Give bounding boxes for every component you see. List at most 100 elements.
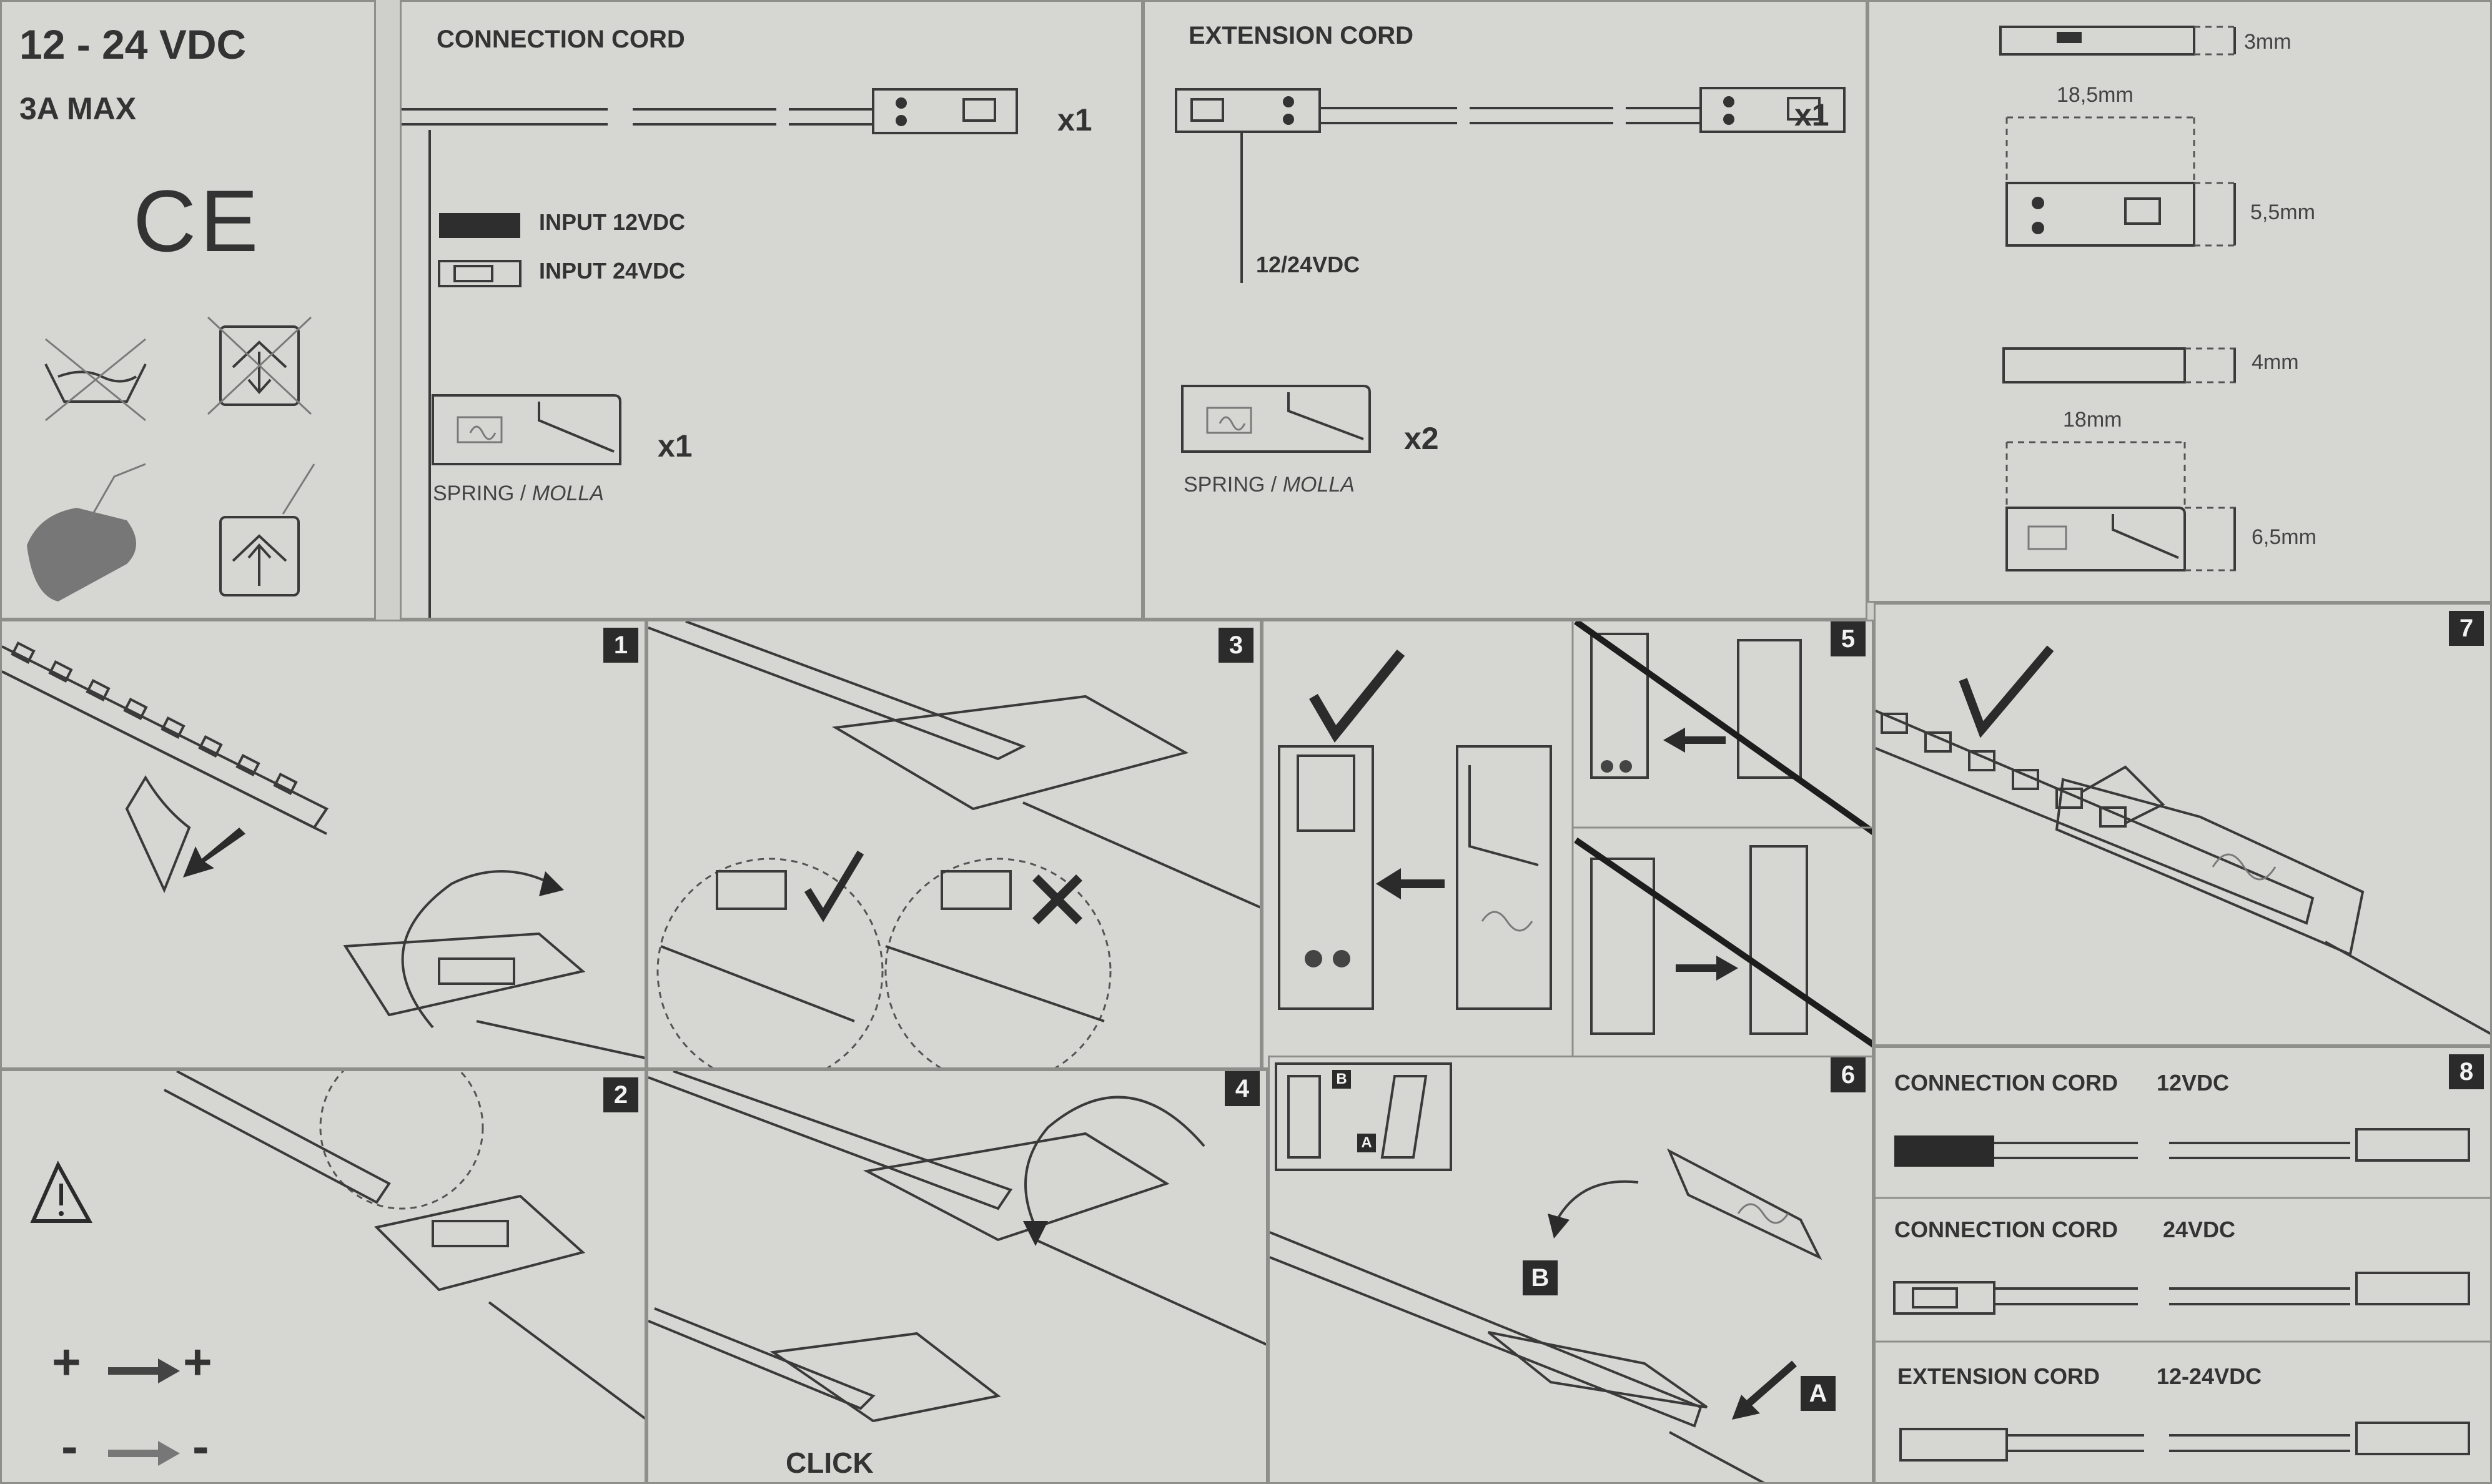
no-store-icon bbox=[207, 316, 312, 415]
spring-top-view bbox=[2005, 441, 2238, 571]
hand-icon bbox=[27, 463, 146, 601]
assembled-connector-drawing bbox=[2055, 765, 2490, 1035]
spring-drawing bbox=[432, 394, 621, 465]
wrong-orientation-drawing-2 bbox=[1574, 837, 1872, 1047]
spring-drawing bbox=[1666, 1148, 1822, 1260]
voltage-rating: 12 - 24 VDC bbox=[19, 21, 247, 67]
step-5-badge: 5 bbox=[1831, 621, 1866, 656]
connector-side-view bbox=[1999, 26, 2238, 56]
tag-b: B bbox=[1523, 1260, 1558, 1295]
tag-a-small: A bbox=[1357, 1134, 1376, 1152]
step-5-panel: 5 bbox=[1262, 620, 1874, 1069]
rotate-back-arrow-icon bbox=[1548, 1180, 1639, 1239]
connection-cord-title: CONNECTION CORD bbox=[437, 26, 685, 53]
check-icon bbox=[1309, 649, 1405, 743]
connection-cord-panel: CONNECTION CORD x1 INPUT 12VDC INPUT 24V… bbox=[400, 0, 1143, 620]
right-arrow-icon bbox=[1676, 956, 1738, 981]
cross-icon bbox=[1032, 874, 1082, 924]
tag-a: A bbox=[1801, 1376, 1836, 1411]
step-3-panel: 3 bbox=[646, 620, 1262, 1069]
click-label: CLICK bbox=[786, 1447, 874, 1479]
step-7-panel: 7 bbox=[1874, 603, 2492, 1046]
peel-backing-drawing bbox=[125, 775, 191, 894]
row1-cord-drawing bbox=[1894, 1128, 2470, 1167]
connector-top-view bbox=[2005, 116, 2238, 247]
step-1-panel: 1 bbox=[0, 620, 646, 1069]
row3-title: EXTENSION CORD bbox=[1897, 1363, 2100, 1389]
left-arrow-icon bbox=[1376, 868, 1445, 899]
dim-18mm: 18mm bbox=[2063, 408, 2122, 432]
down-arrow-icon bbox=[183, 828, 245, 878]
step-2-badge: 2 bbox=[603, 1077, 638, 1112]
input-24-plug-icon bbox=[438, 260, 522, 287]
input-24-label: INPUT 24VDC bbox=[539, 258, 686, 284]
dimensions-panel: 3mm 18,5mm 5,5mm 4mm 18mm 6,5mm bbox=[1867, 0, 2492, 603]
extension-spring-label: SPRING / MOLLA bbox=[1184, 473, 1355, 497]
spring-side-view bbox=[2002, 347, 2238, 383]
spring-label: SPRING / MOLLA bbox=[433, 482, 604, 505]
polarity-pos-right: + bbox=[183, 1334, 212, 1390]
step-7-badge: 7 bbox=[2449, 611, 2484, 646]
extension-cord-qty: x1 bbox=[1794, 97, 1829, 132]
dim-5-5mm: 5,5mm bbox=[2250, 200, 2315, 224]
ce-mark: CE bbox=[133, 172, 262, 270]
wrong-orientation-drawing bbox=[1574, 621, 1872, 835]
row1-title: CONNECTION CORD bbox=[1894, 1070, 2118, 1096]
step-4-badge: 4 bbox=[1225, 1071, 1260, 1106]
current-rating: 3A MAX bbox=[19, 91, 137, 126]
check-icon bbox=[1959, 645, 2054, 738]
dim-4mm: 4mm bbox=[2252, 350, 2299, 374]
step-8-panel: 8 CONNECTION CORD 12VDC CONNECTION CORD … bbox=[1874, 1046, 2492, 1484]
connection-cord-drawing bbox=[402, 88, 1018, 618]
connector-board-drawing bbox=[343, 932, 645, 1059]
extension-spring-qty: x2 bbox=[1404, 421, 1439, 456]
extension-cord-title: EXTENSION CORD bbox=[1189, 22, 1414, 49]
connector-open-drawing bbox=[1278, 745, 1374, 1010]
step-8-badge: 8 bbox=[2449, 1054, 2484, 1089]
incorrect-detail-circle bbox=[884, 858, 1112, 1067]
store-upright-icon bbox=[219, 463, 315, 596]
dim-3mm: 3mm bbox=[2244, 30, 2292, 54]
extension-spring-drawing bbox=[1181, 385, 1371, 453]
tag-b-small: B bbox=[1332, 1070, 1351, 1089]
specs-panel: 12 - 24 VDC 3A MAX CE bbox=[0, 0, 376, 620]
row2-cord-drawing bbox=[1893, 1272, 2470, 1315]
dim-6-5mm: 6,5mm bbox=[2252, 525, 2316, 549]
row1-volt: 12VDC bbox=[2157, 1070, 2230, 1096]
row2-title: CONNECTION CORD bbox=[1894, 1217, 2118, 1242]
row2-volt: 24VDC bbox=[2163, 1217, 2236, 1242]
input-12-label: INPUT 12VDC bbox=[539, 209, 686, 235]
connection-cord-qty: x1 bbox=[1057, 102, 1092, 137]
warning-icon bbox=[30, 1160, 93, 1223]
strip-connector-drawing bbox=[648, 621, 1260, 909]
rotate-arrow-icon bbox=[1023, 1096, 1205, 1246]
row3-cord-drawing bbox=[1899, 1422, 2470, 1462]
polarity-pos-left: + bbox=[52, 1334, 81, 1390]
polarity-neg-right: - bbox=[192, 1418, 209, 1474]
dim-18-5mm: 18,5mm bbox=[2057, 83, 2134, 107]
down-left-arrow-icon bbox=[1732, 1360, 1797, 1420]
spring-drawing bbox=[1456, 745, 1552, 1010]
row3-volt: 12-24VDC bbox=[2157, 1363, 2262, 1389]
led-strip-drawing bbox=[1876, 710, 2315, 925]
led-strip-drawing bbox=[1270, 1231, 1766, 1482]
polarity-neg-left: - bbox=[61, 1418, 78, 1474]
step-4-panel: 4 CLICK bbox=[646, 1069, 1268, 1484]
left-arrow-icon bbox=[1663, 728, 1726, 753]
step-2-panel: 2 + + - - bbox=[0, 1069, 646, 1484]
polarity-neg-arrow-icon bbox=[108, 1441, 180, 1466]
step-3-badge: 3 bbox=[1219, 628, 1253, 663]
input-12-plug-icon bbox=[439, 213, 520, 238]
correct-detail-circle bbox=[656, 858, 884, 1067]
no-wash-icon bbox=[44, 338, 147, 422]
extension-cord-panel: EXTENSION CORD x1 12/24VDC SPRING / MOLL… bbox=[1143, 0, 1867, 620]
check-icon bbox=[804, 850, 864, 923]
spring-qty: x1 bbox=[658, 428, 693, 463]
led-strip-drawing bbox=[648, 1071, 1266, 1423]
step-6-panel: 6 A B B A bbox=[1268, 1056, 1874, 1484]
mini-instruction-drawing bbox=[1275, 1062, 1452, 1171]
polarity-pos-arrow-icon bbox=[108, 1358, 180, 1383]
rotate-arrow-icon bbox=[401, 870, 564, 1029]
extension-cord-drawing bbox=[1175, 87, 1846, 283]
led-chip-row bbox=[11, 641, 298, 795]
